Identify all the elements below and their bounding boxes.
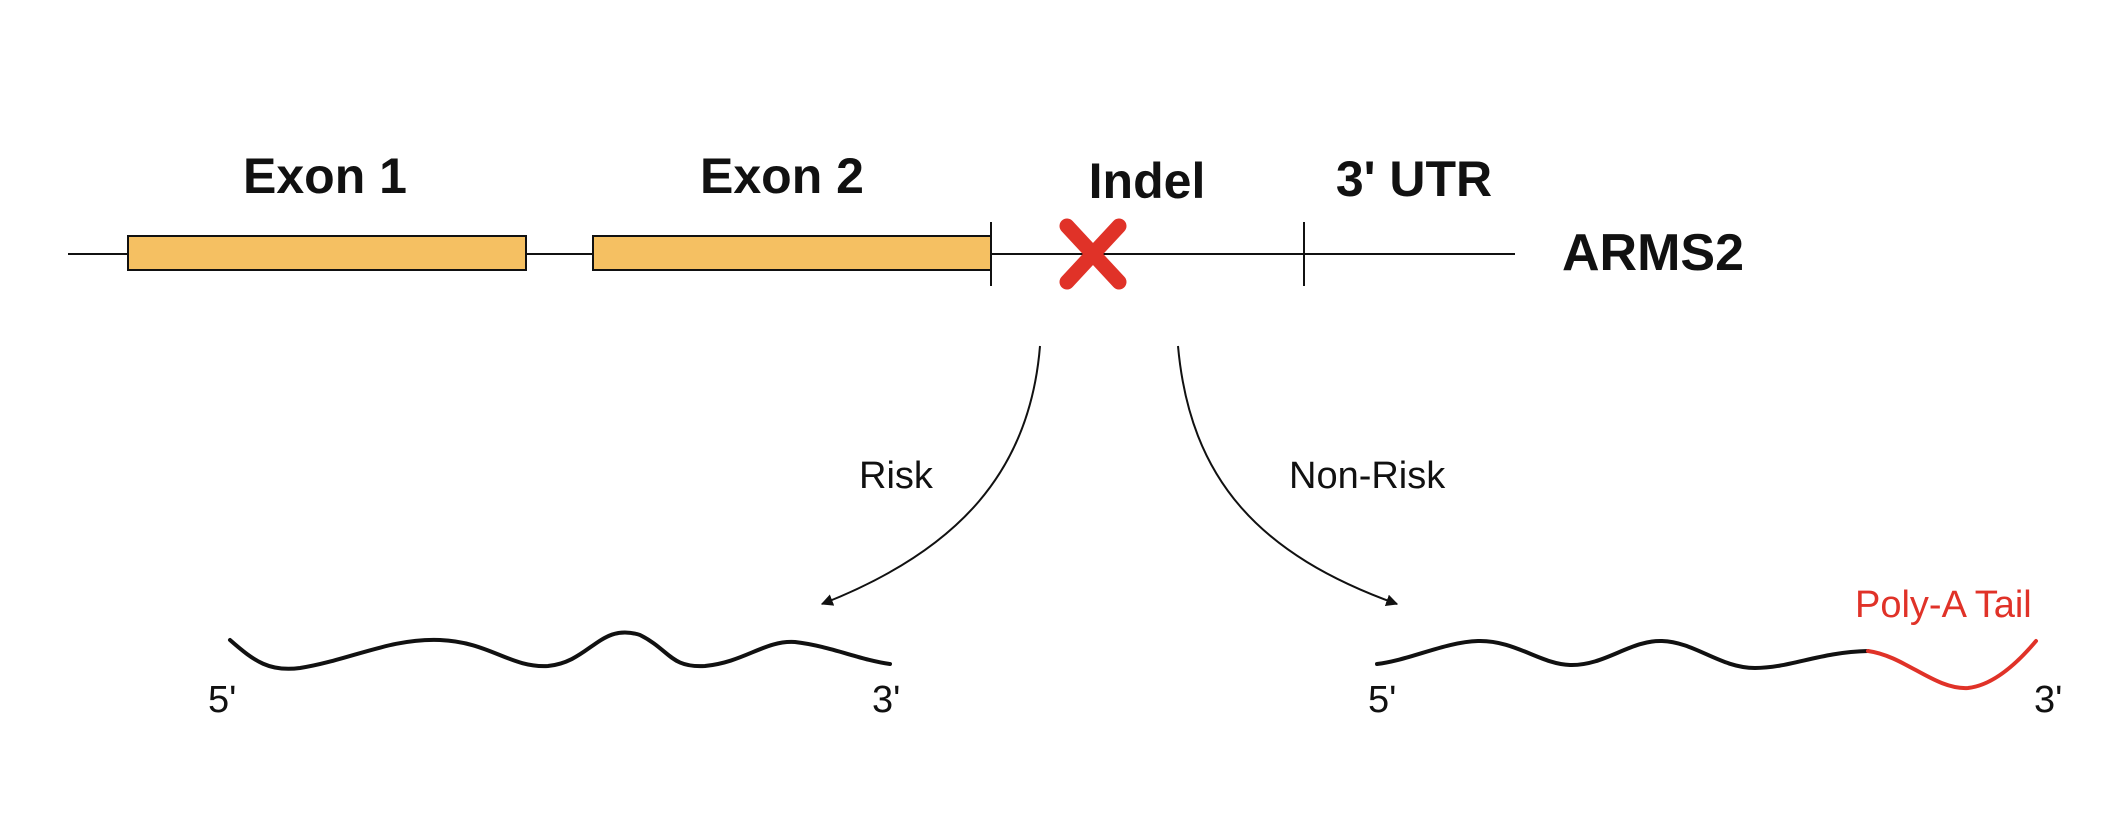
non-risk-five-prime-label: 5' xyxy=(1368,679,1396,721)
exon-2-box xyxy=(592,235,992,271)
indel-label: Indel xyxy=(1089,153,1206,209)
non-risk-transcript xyxy=(1375,638,1870,671)
risk-five-prime-label: 5' xyxy=(208,679,236,721)
risk-arrow xyxy=(820,345,1041,606)
utr-label: 3' UTR xyxy=(1336,151,1492,207)
exon-2-label: Exon 2 xyxy=(700,148,864,204)
non-risk-arrow xyxy=(1177,345,1399,607)
exon-1-box xyxy=(127,235,527,271)
gene-name-label: ARMS2 xyxy=(1562,224,1744,282)
risk-transcript xyxy=(228,630,892,671)
x-mark-icon xyxy=(1059,218,1127,290)
risk-label: Risk xyxy=(859,455,934,497)
poly-a-tail xyxy=(1866,639,2038,691)
non-risk-label: Non-Risk xyxy=(1289,455,1446,497)
non-risk-three-prime-label: 3' xyxy=(2034,679,2062,721)
risk-three-prime-label: 3' xyxy=(872,679,900,721)
exon-1-label: Exon 1 xyxy=(243,148,407,204)
poly-a-tail-label: Poly-A Tail xyxy=(1855,584,2032,626)
